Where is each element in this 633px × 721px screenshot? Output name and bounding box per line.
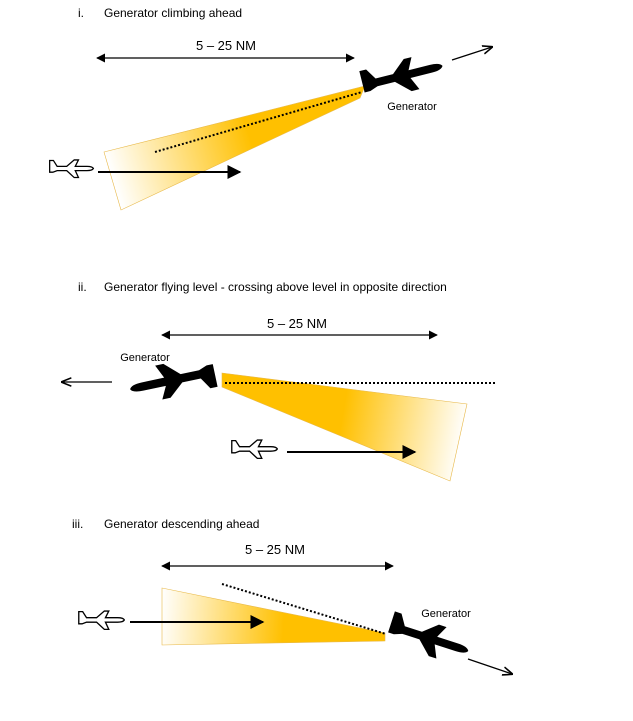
wake-vortex-cone <box>221 372 468 482</box>
generator-flight-path-dotted <box>221 583 387 635</box>
scenario-1-number: i. <box>78 6 84 20</box>
scenario-2-title: Generator flying level - crossing above … <box>104 280 447 294</box>
wake-vortex-cone <box>161 587 386 646</box>
follower-airplane-icon <box>78 610 126 631</box>
follower-airplane-icon <box>231 439 279 460</box>
generator-label: Generator <box>421 608 471 620</box>
scenario-3-diagram: 5 – 25 NM Generator <box>78 542 512 674</box>
range-label: 5 – 25 NM <box>267 316 327 331</box>
range-label: 5 – 25 NM <box>196 38 256 53</box>
generator-airplane-icon <box>359 50 447 103</box>
scenario-1-title: Generator climbing ahead <box>104 6 243 20</box>
scenario-3-number: iii. <box>72 517 84 531</box>
generator-label: Generator <box>120 352 170 364</box>
generator-heading-arrow <box>451 47 492 61</box>
scenario-2-diagram: 5 – 25 NM Generator <box>62 316 495 482</box>
scenario-3-title: Generator descending ahead <box>104 517 260 531</box>
range-label: 5 – 25 NM <box>245 542 305 557</box>
scenario-2-number: ii. <box>78 280 87 294</box>
wake-vortex-cone <box>103 85 366 211</box>
scenario-1-diagram: 5 – 25 NM Generator <box>49 38 492 211</box>
follower-airplane-icon <box>49 159 95 179</box>
generator-label: Generator <box>387 101 437 113</box>
generator-heading-arrow <box>467 658 512 674</box>
